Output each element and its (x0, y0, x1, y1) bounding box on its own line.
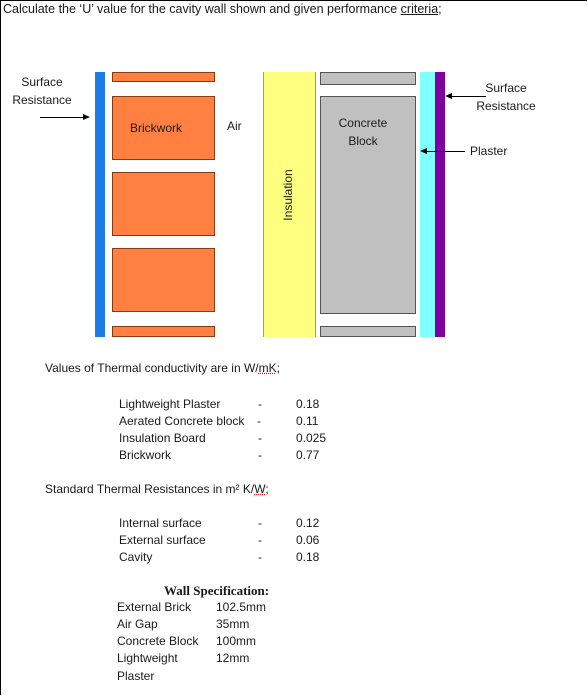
concrete-block-label: Concrete Block (338, 116, 388, 148)
wall-specification-heading: Wall Specification: (164, 583, 270, 598)
plaster-label: Plaster (470, 144, 508, 158)
row-dash: - (258, 533, 262, 547)
brick-partial-bottom (112, 326, 215, 337)
table-row: Internal surface (119, 516, 202, 530)
conductivity-heading: Values of Thermal conductivity are in W/… (45, 361, 280, 375)
row-value: 0.12 (296, 516, 320, 530)
row-dash: - (258, 516, 262, 530)
row-dash: - (257, 414, 261, 428)
air-label: Air (227, 119, 242, 133)
row-value: 102.5mm (216, 600, 267, 614)
table-row: Aerated Concrete block (119, 414, 245, 428)
brick (112, 172, 215, 236)
right-surface-arrow-line (452, 96, 486, 97)
insulation-label: Insulation (281, 169, 295, 221)
brick-partial-top (112, 72, 215, 82)
row-value: 0.025 (296, 431, 327, 445)
row-value: 0.77 (296, 448, 320, 462)
external-surface-layer (95, 72, 105, 337)
table-row: External surface (119, 533, 206, 547)
brick (112, 96, 215, 160)
table-row: Plaster (117, 669, 155, 683)
resistances-heading: Standard Thermal Resistances in m² K/W; (45, 482, 269, 496)
brickwork-label: Brickwork (130, 121, 183, 135)
right-surface-arrow-head-icon (445, 93, 452, 99)
left-arrow-line (40, 117, 84, 118)
table-row: Air Gap (117, 617, 158, 631)
row-dash: - (258, 448, 262, 462)
insulation-layer (263, 72, 316, 337)
internal-surface-layer (420, 72, 435, 337)
concrete-block-partial-bottom (320, 326, 416, 337)
left-surface-resistance-label: Surface Resistance (12, 75, 72, 107)
title-underlined-text: criteria; (400, 2, 442, 16)
row-dash: - (258, 550, 262, 564)
row-value: 100mm (216, 634, 257, 648)
row-dash: - (258, 397, 262, 411)
right-surface-resistance-label: Surface Resistance (476, 81, 536, 113)
brick (112, 248, 215, 312)
table-row: External Brick (117, 600, 192, 614)
row-value: 0.11 (296, 414, 319, 428)
row-dash: - (258, 431, 262, 445)
concrete-block-partial-top (320, 72, 416, 85)
table-row: Cavity (119, 550, 153, 564)
row-value: 0.06 (296, 533, 320, 547)
concrete-block (320, 96, 416, 314)
table-row: Lightweight Plaster (119, 397, 221, 411)
plaster-layer (435, 72, 445, 337)
plaster-arrow-line (427, 151, 465, 152)
question-title: Calculate the ‘U’ value for the cavity w… (3, 2, 442, 16)
row-value: 35mm (216, 617, 250, 631)
table-row: Concrete Block (117, 634, 199, 648)
row-value: 0.18 (296, 397, 320, 411)
plaster-arrow-head-icon (420, 148, 427, 154)
row-value: 12mm (216, 651, 250, 665)
table-row: Lightweight (117, 651, 178, 665)
table-row: Brickwork (119, 448, 172, 462)
title-text: Calculate the ‘U’ value for the cavity w… (3, 2, 401, 16)
left-arrow-head-icon (83, 114, 90, 120)
table-row: Insulation Board (119, 431, 206, 445)
row-value: 0.18 (296, 550, 320, 564)
